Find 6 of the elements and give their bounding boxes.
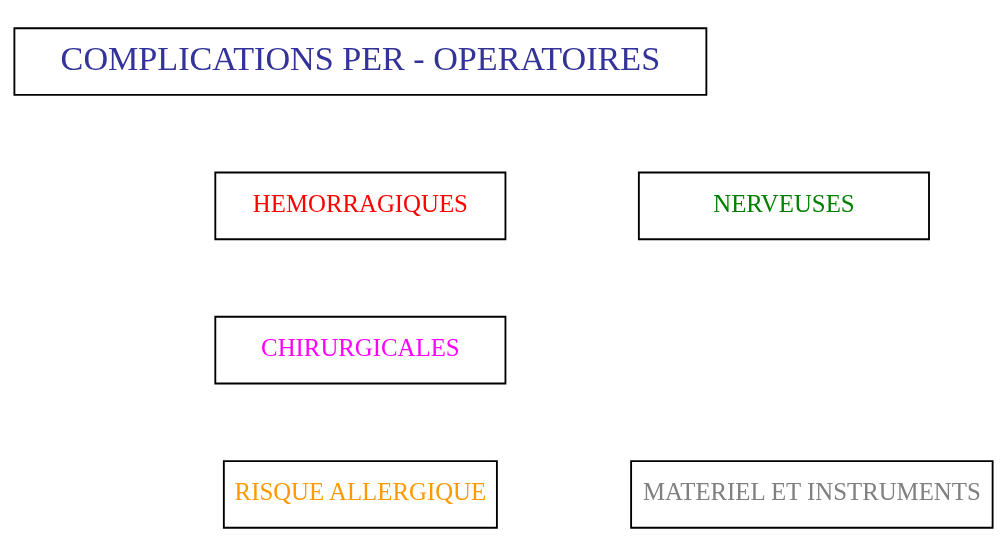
node-box: MATERIEL ET INSTRUMENTS: [630, 459, 994, 529]
node-box: RISQUE ALLERGIQUE: [222, 459, 498, 529]
node-box: NERVEUSES: [637, 171, 930, 240]
node-box: COMPLICATIONS PER - OPERATOIRES: [13, 26, 708, 96]
node-box: HEMORRAGIQUES: [214, 171, 507, 240]
node-box: CHIRURGICALES: [214, 315, 507, 384]
